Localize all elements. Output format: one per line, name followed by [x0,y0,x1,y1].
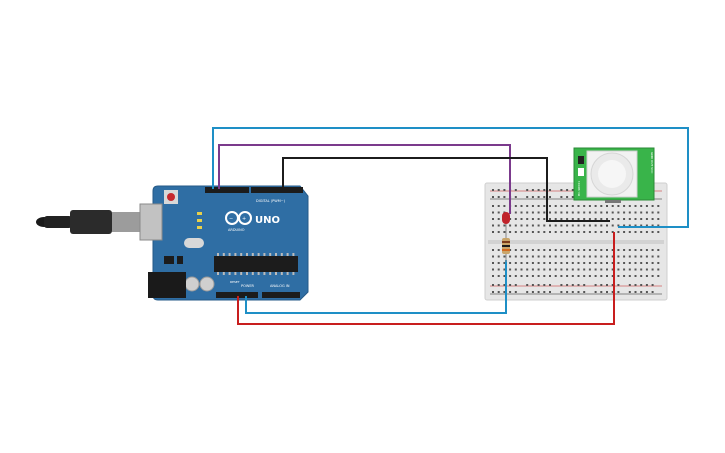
wire-black-gnd [282,157,610,222]
reset-label: RESET [230,280,240,284]
power-label: POWER [241,284,255,288]
sensor-model-label: HC-SR501 [577,181,581,196]
wire-red-5v [237,232,615,325]
wires [212,127,689,325]
uno-logo: UNO [255,215,280,226]
svg-text:+: + [242,216,246,222]
pir-sensor: GND OUT VCC HC-SR501 [573,147,655,203]
digital-header-right [251,187,303,193]
sensor-pin-label: GND OUT VCC [650,152,654,173]
capacitor [184,276,200,292]
capacitor [199,276,215,292]
usb-cable-icon [36,208,160,236]
svg-text:−: − [229,216,233,222]
wire-blue-gnd [245,260,507,314]
wire-purple-led [218,144,511,214]
analog-header [262,292,300,298]
crystal [184,238,204,248]
led-icon [502,212,510,232]
brand-label: ARDUINO [228,228,245,232]
digital-label: DIGITAL (PWM~) [256,199,286,203]
digital-header-left [205,187,249,193]
analog-label: ANALOG IN [270,284,290,288]
usb-port [139,203,163,241]
wire-blue-sensor-out [212,127,689,228]
atmega-chip [214,256,298,272]
breadboard [484,182,668,301]
power-jack [148,272,186,298]
chip-pins [217,253,295,275]
arduino-logo-icon: − + [225,211,252,225]
power-header [216,292,258,298]
arduino-board: DIGITAL (PWM~) POWER ANALOG IN RESET − +… [139,185,309,301]
resistor-icon [502,232,510,262]
pir-dome-icon [586,150,638,198]
